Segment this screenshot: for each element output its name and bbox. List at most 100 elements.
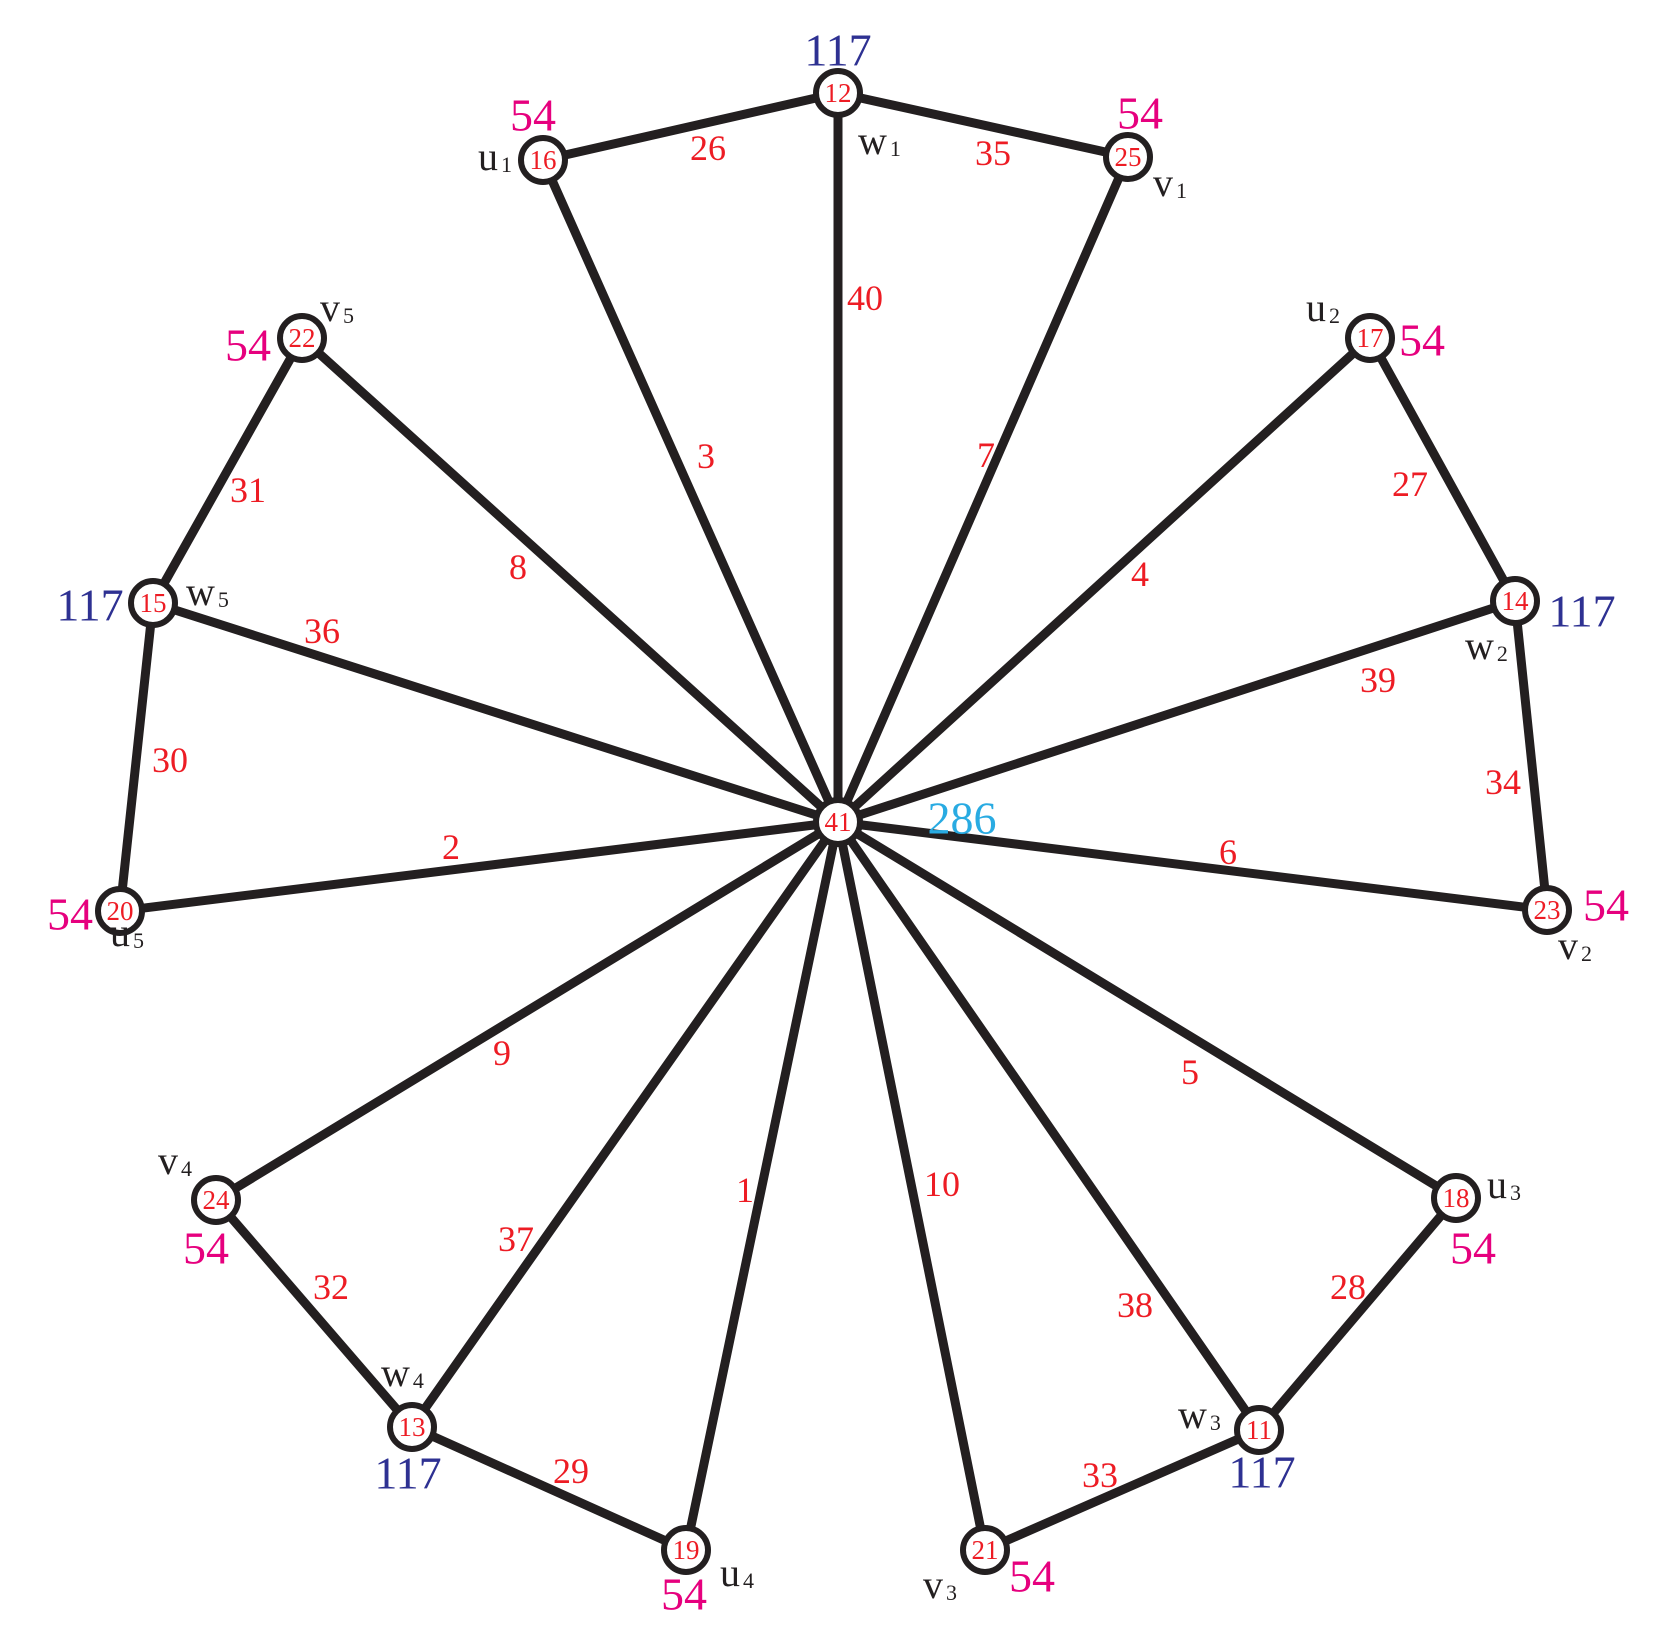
- edge-hub-w2: [833, 596, 1520, 827]
- vertex-label-u4: 19: [673, 1535, 700, 1565]
- edge-w5-u5: [115, 598, 158, 916]
- edge-label-w3-v3: 33: [1082, 1455, 1118, 1495]
- vertex-label-u2: 17: [1357, 323, 1384, 353]
- vertex-sum-u5: 54: [47, 889, 93, 940]
- vertex-label-v4: 24: [203, 1185, 231, 1215]
- edge-label-hub-v1: 7: [977, 435, 995, 475]
- vertex-name-subscript-u5: 5: [133, 928, 144, 953]
- edge-hub-u3: [833, 817, 1461, 1203]
- edge-hub-v1: [833, 152, 1133, 827]
- vertex-name-letter-u4: u: [720, 1550, 740, 1595]
- vertex-label-w1: 12: [825, 78, 852, 108]
- edge-label-hub-u5: 2: [442, 827, 460, 867]
- vertex-name-letter-v5: v: [320, 285, 340, 330]
- edge-label-hub-v4: 9: [493, 1033, 511, 1073]
- vertex-u4: [661, 1525, 711, 1575]
- vertex-label-v2: 23: [1534, 895, 1561, 925]
- edge-label-w3-u3: 28: [1330, 1267, 1366, 1307]
- vertex-label-u3: 18: [1443, 1183, 1470, 1213]
- vertex-label-u1: 16: [530, 145, 557, 175]
- edge-label-w2-v2: 34: [1485, 762, 1521, 802]
- edge-label-hub-w1: 40: [847, 278, 883, 318]
- vertex-w4: [387, 1402, 437, 1452]
- vertex-sum-w1: 117: [804, 25, 871, 76]
- vertex-sum-v4: 54: [183, 1223, 229, 1274]
- hub-vertex-label: 41: [825, 807, 852, 837]
- vertex-sum-u4: 54: [661, 1569, 707, 1620]
- vertex-name-letter-w3: w: [1178, 1392, 1207, 1437]
- hub-vertex: [813, 797, 863, 847]
- vertex-v4: [191, 1175, 241, 1225]
- vertex-u1: [518, 135, 568, 185]
- vertex-v5: [277, 313, 327, 363]
- edge-hub-v3: [833, 817, 990, 1555]
- vertex-sum-u2: 54: [1399, 315, 1445, 366]
- vertex-name-letter-u2: u: [1306, 285, 1326, 330]
- vertex-label-u5: 20: [107, 896, 134, 926]
- edges-layer: [115, 88, 1552, 1555]
- vertex-w1: [813, 68, 863, 118]
- edge-w2-u2: [1365, 333, 1520, 606]
- edge-w2-v2: [1510, 596, 1552, 915]
- edge-label-hub-w2: 39: [1360, 660, 1396, 700]
- edge-label-w4-u4: 29: [553, 1451, 589, 1491]
- vertex-label-w5: 15: [140, 588, 167, 618]
- edge-label-w1-u1: 26: [690, 128, 726, 168]
- vertex-v1: [1103, 132, 1153, 182]
- edge-label-hub-v5: 8: [509, 547, 527, 587]
- edge-hub-v2: [833, 817, 1552, 915]
- vertex-sum-w4: 117: [374, 1448, 441, 1499]
- edge-hub-u2: [833, 333, 1375, 827]
- edge-label-w4-v4: 32: [313, 1267, 349, 1307]
- edge-label-w1-v1: 35: [975, 133, 1011, 173]
- edge-hub-w3: [833, 817, 1264, 1435]
- edge-hub-w4: [407, 817, 843, 1432]
- vertex-name-letter-u1: u: [478, 134, 498, 179]
- vertex-name-letter-v1: v: [1153, 160, 1173, 205]
- edge-w5-v5: [148, 333, 307, 608]
- edge-w4-v4: [211, 1195, 417, 1432]
- vertex-sum-v1: 54: [1117, 88, 1163, 139]
- edge-label-hub-u4: 1: [736, 1170, 754, 1210]
- edge-hub-v5: [297, 333, 843, 827]
- vertex-name-letter-w2: w: [1465, 623, 1494, 668]
- edge-w4-u4: [407, 1422, 691, 1555]
- vertex-label-w4: 13: [399, 1412, 426, 1442]
- edge-w3-v3: [980, 1425, 1264, 1555]
- edge-w3-u3: [1254, 1193, 1461, 1435]
- vertex-name-subscript-w3: 3: [1210, 1410, 1221, 1435]
- vertex-v3: [960, 1525, 1010, 1575]
- edge-label-hub-w5: 36: [304, 611, 340, 651]
- vertex-u2: [1345, 313, 1395, 363]
- vertex-name-subscript-v3: 3: [946, 1580, 957, 1605]
- edge-hub-u5: [115, 817, 843, 916]
- edge-hub-u1: [538, 155, 843, 827]
- vertex-sum-u3: 54: [1450, 1223, 1496, 1274]
- vertex-label-w2: 14: [1502, 586, 1530, 616]
- vertex-w3: [1234, 1405, 1284, 1455]
- vertex-sum-v5: 54: [225, 320, 271, 371]
- vertex-v2: [1522, 885, 1572, 935]
- edge-hub-u4: [681, 817, 843, 1555]
- vertex-name-subscript-v2: 2: [1581, 941, 1592, 966]
- vertex-name-subscript-v4: 4: [181, 1156, 192, 1181]
- vertex-name-letter-v2: v: [1558, 923, 1578, 968]
- vertex-name-subscript-v1: 1: [1176, 178, 1187, 203]
- vertex-name-subscript-w2: 2: [1497, 641, 1508, 666]
- hub-weight-sum: 286: [928, 793, 997, 844]
- vertex-u5: [95, 886, 145, 936]
- edge-label-hub-u1: 3: [697, 436, 715, 476]
- vertex-label-v3: 21: [972, 1535, 999, 1565]
- edge-label-hub-v2: 6: [1219, 832, 1237, 872]
